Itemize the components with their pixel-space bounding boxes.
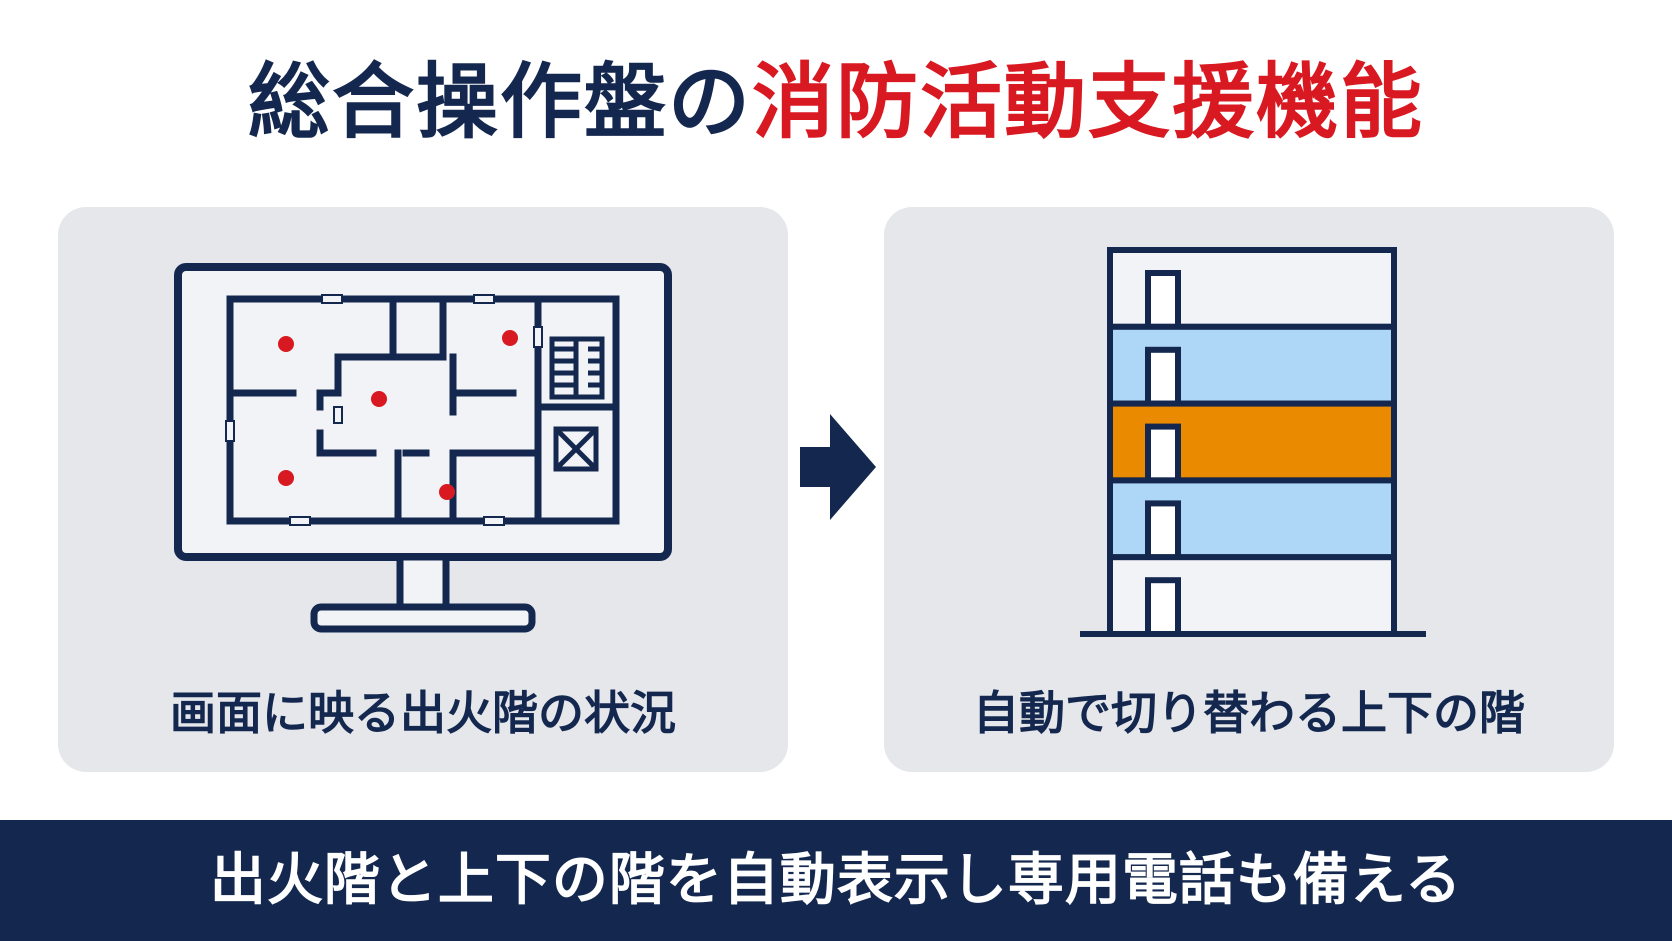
floor-door <box>1145 346 1181 407</box>
floor-door <box>1145 270 1181 330</box>
stairs-icon <box>549 336 605 400</box>
detector-point <box>371 391 387 407</box>
elevator-icon <box>553 426 599 472</box>
building-floors <box>1107 247 1397 638</box>
title-part-main: 総合操作盤の <box>247 55 752 150</box>
monitor-floor-plan-icon <box>174 263 672 633</box>
page-title: 総合操作盤の消防活動支援機能 <box>0 55 1672 150</box>
right-panel-caption: 自動で切り替わる上下の階 <box>973 686 1525 740</box>
panel-adjacent-floors: 自動で切り替わる上下の階 <box>884 207 1614 772</box>
floor-door <box>1145 423 1181 484</box>
detector-point <box>278 470 294 486</box>
banner-text: 出火階と上下の階を自動表示し専用電話も備える <box>209 848 1463 913</box>
door-marks <box>225 294 543 526</box>
fire-detector-points <box>278 330 518 500</box>
floor-plan <box>226 295 620 525</box>
monitor-neck <box>396 553 450 613</box>
monitor-base <box>310 603 536 633</box>
left-panel-caption: 画面に映る出火階の状況 <box>170 686 676 740</box>
detector-point <box>439 484 455 500</box>
monitor-screen <box>174 263 672 561</box>
floor-door <box>1145 577 1181 638</box>
detector-point <box>502 330 518 346</box>
arrow-right-icon <box>800 414 876 520</box>
summary-banner: 出火階と上下の階を自動表示し専用電話も備える <box>0 820 1672 941</box>
detector-point <box>278 336 294 352</box>
floor-door <box>1145 500 1181 561</box>
title-part-highlight: 消防活動支援機能 <box>752 55 1425 150</box>
building-floors-icon <box>1080 247 1426 638</box>
panel-fire-floor-status: 画面に映る出火階の状況 <box>58 207 788 772</box>
